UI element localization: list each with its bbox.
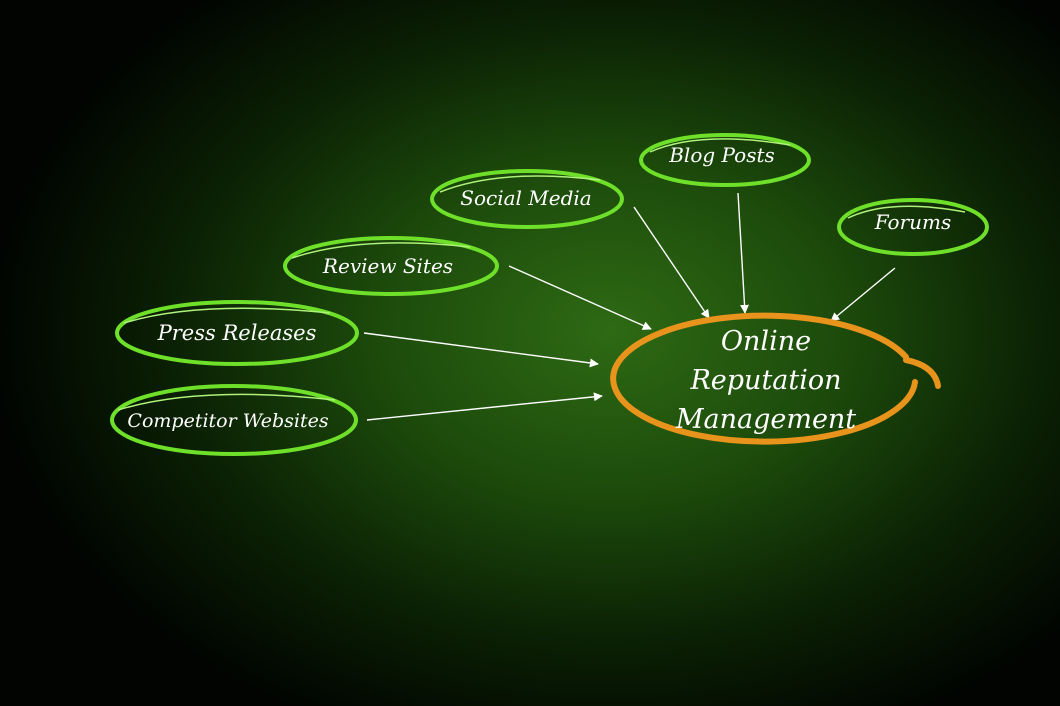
node-ring-highlight [117,393,336,411]
node-ring-highlight [291,242,471,259]
node-ring [837,198,989,256]
node-press-releases: Press Releases [115,300,359,366]
node-ring [283,236,499,296]
node-forums: Forums [837,198,989,256]
arrow-press-releases [363,332,599,368]
arrow-review-sites [508,265,652,330]
node-ring-highlight [439,175,601,193]
node-blog-posts: Blog Posts [639,133,811,187]
connectors [363,192,896,421]
node-label: Press Releases [157,321,317,345]
hub-label-line-3: Management [675,404,856,435]
node-label: Review Sites [322,254,453,278]
hub-label-line-1: Online [721,326,811,357]
arrow-forums [830,267,896,322]
node-ring [639,133,811,187]
hub-node: Online Reputation Management [610,312,941,445]
node-ring-highlight [847,205,966,219]
hub-ring [610,312,918,445]
arrow-blog-posts [737,192,750,314]
node-label: Blog Posts [668,143,775,167]
node-ring-highlight [649,138,791,153]
node-label: Social Media [460,186,591,210]
node-ring-highlight [123,307,331,324]
node-label: Competitor Websites [127,410,328,432]
node-ring [115,300,359,366]
hub-label-line-2: Reputation [689,365,841,396]
hub-ring-tail [903,357,941,389]
arrow-competitor-websites [366,392,603,421]
node-review-sites: Review Sites [283,236,499,296]
node-ring [110,384,358,456]
arrow-social-media [633,206,710,319]
node-social-media: Social Media [430,169,624,229]
node-competitor-websites: Competitor Websites [110,384,358,456]
node-label: Forums [874,210,952,234]
node-ring [430,169,624,229]
